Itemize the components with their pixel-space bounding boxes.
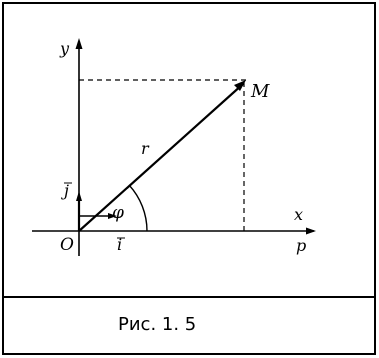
- figure-border: [2, 2, 376, 355]
- angle-arc: [128, 184, 148, 232]
- radius-arrow: [234, 80, 246, 91]
- unit-vector-i-arrow: [108, 213, 117, 219]
- unit-vector-j-arrow: [76, 191, 82, 201]
- radius-label: r: [141, 139, 150, 158]
- y-axis-arrow: [75, 38, 83, 49]
- polar-axis-label: p: [296, 236, 306, 255]
- y-axis-label: y: [59, 39, 70, 58]
- figure-caption: Рис. 1. 5: [118, 314, 197, 335]
- radius-vector: [78, 83, 244, 232]
- point-label: M: [250, 81, 270, 102]
- unit-j-label: j: [61, 181, 69, 200]
- unit-i-label: i: [117, 235, 122, 254]
- origin-label: O: [60, 235, 74, 255]
- x-axis-arrow: [306, 227, 316, 235]
- angle-label: φ: [112, 203, 124, 223]
- x-axis-label: x: [294, 205, 303, 224]
